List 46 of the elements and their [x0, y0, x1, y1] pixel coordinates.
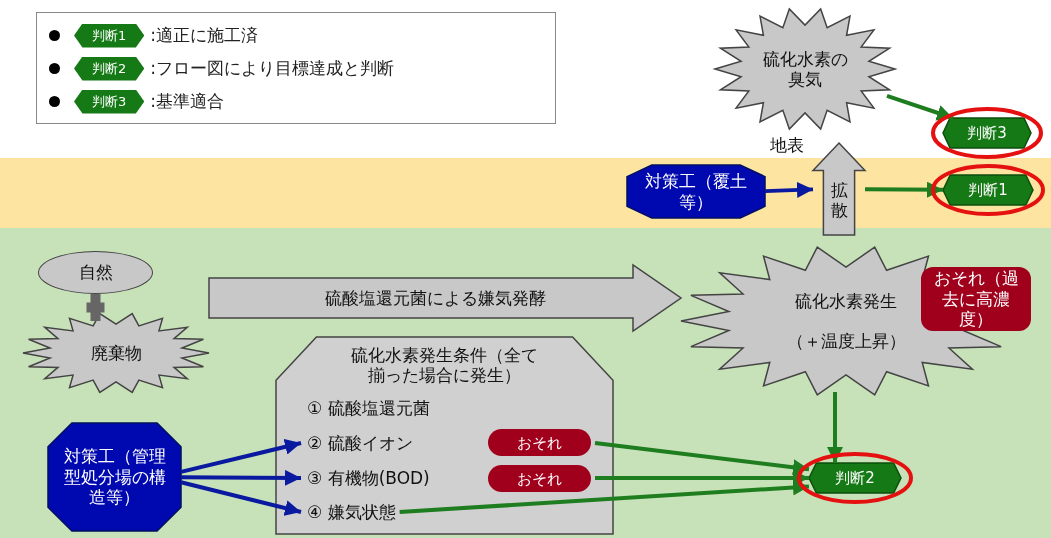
- arrow: [886, 93, 954, 121]
- node-text: 対策工（管理型処分場の構造等）: [62, 446, 167, 508]
- starburst-shape: [23, 313, 209, 393]
- list-text: ③ 有機物(BOD): [307, 467, 430, 489]
- arrow: [864, 181, 944, 198]
- warning-badge: [488, 429, 591, 456]
- starburst-shape: [715, 8, 895, 130]
- arrow: [181, 469, 301, 486]
- condition-panel: [276, 337, 613, 534]
- list-text: ④ 嫌気状態: [307, 501, 396, 523]
- node-text: 判断3: [967, 124, 1007, 142]
- octagon-box: [48, 423, 181, 531]
- legend-text: :適正に施工済: [150, 24, 258, 47]
- node-text: 地表: [770, 135, 804, 156]
- node-text: 判断1: [968, 181, 1008, 199]
- judgement-badge: 判断3: [74, 89, 145, 114]
- legend-text: :基準適合: [150, 90, 224, 113]
- judgement-badge: [943, 118, 1031, 148]
- ground-band: [0, 228, 1051, 538]
- warning-badge: [488, 465, 591, 492]
- node-text: （＋温度上昇）: [786, 331, 906, 352]
- edge-label: 硫酸塩還元菌による嫌気発酵: [324, 288, 546, 308]
- arrow: [594, 441, 810, 476]
- node-text: 判断2: [835, 469, 875, 487]
- node-text: 対策工（覆土等）: [644, 171, 748, 212]
- judgement-badge: [943, 175, 1033, 205]
- block-arrow: [208, 263, 683, 333]
- arrow: [827, 392, 843, 463]
- node-text: 硫化水素発生条件（全て揃った場合に発生）: [350, 345, 539, 386]
- warning-box: [921, 267, 1031, 331]
- node-text: 自然: [78, 262, 113, 283]
- judgement-badge: 判断2: [74, 56, 145, 81]
- node-text: おそれ: [517, 469, 562, 488]
- node-text: 拡散: [829, 179, 849, 221]
- up-arrow-shape: [813, 143, 865, 235]
- node-text: 硫化水素の臭気: [761, 48, 849, 90]
- judgement-badge: 判断1: [74, 23, 145, 48]
- list-text: ① 硫酸塩還元菌: [307, 397, 430, 419]
- node-text: おそれ: [517, 433, 562, 452]
- node-text: 廃棄物: [90, 342, 142, 364]
- legend-text: :フロー図により目標達成と判断: [150, 57, 394, 80]
- list-text: ② 硫酸イオン: [307, 432, 413, 454]
- node-text: 硫化水素発生: [795, 290, 897, 311]
- octagon-box: [627, 165, 765, 218]
- judgement-badge: [809, 463, 901, 493]
- node-text: おそれ（過去に高濃度）: [932, 268, 1020, 330]
